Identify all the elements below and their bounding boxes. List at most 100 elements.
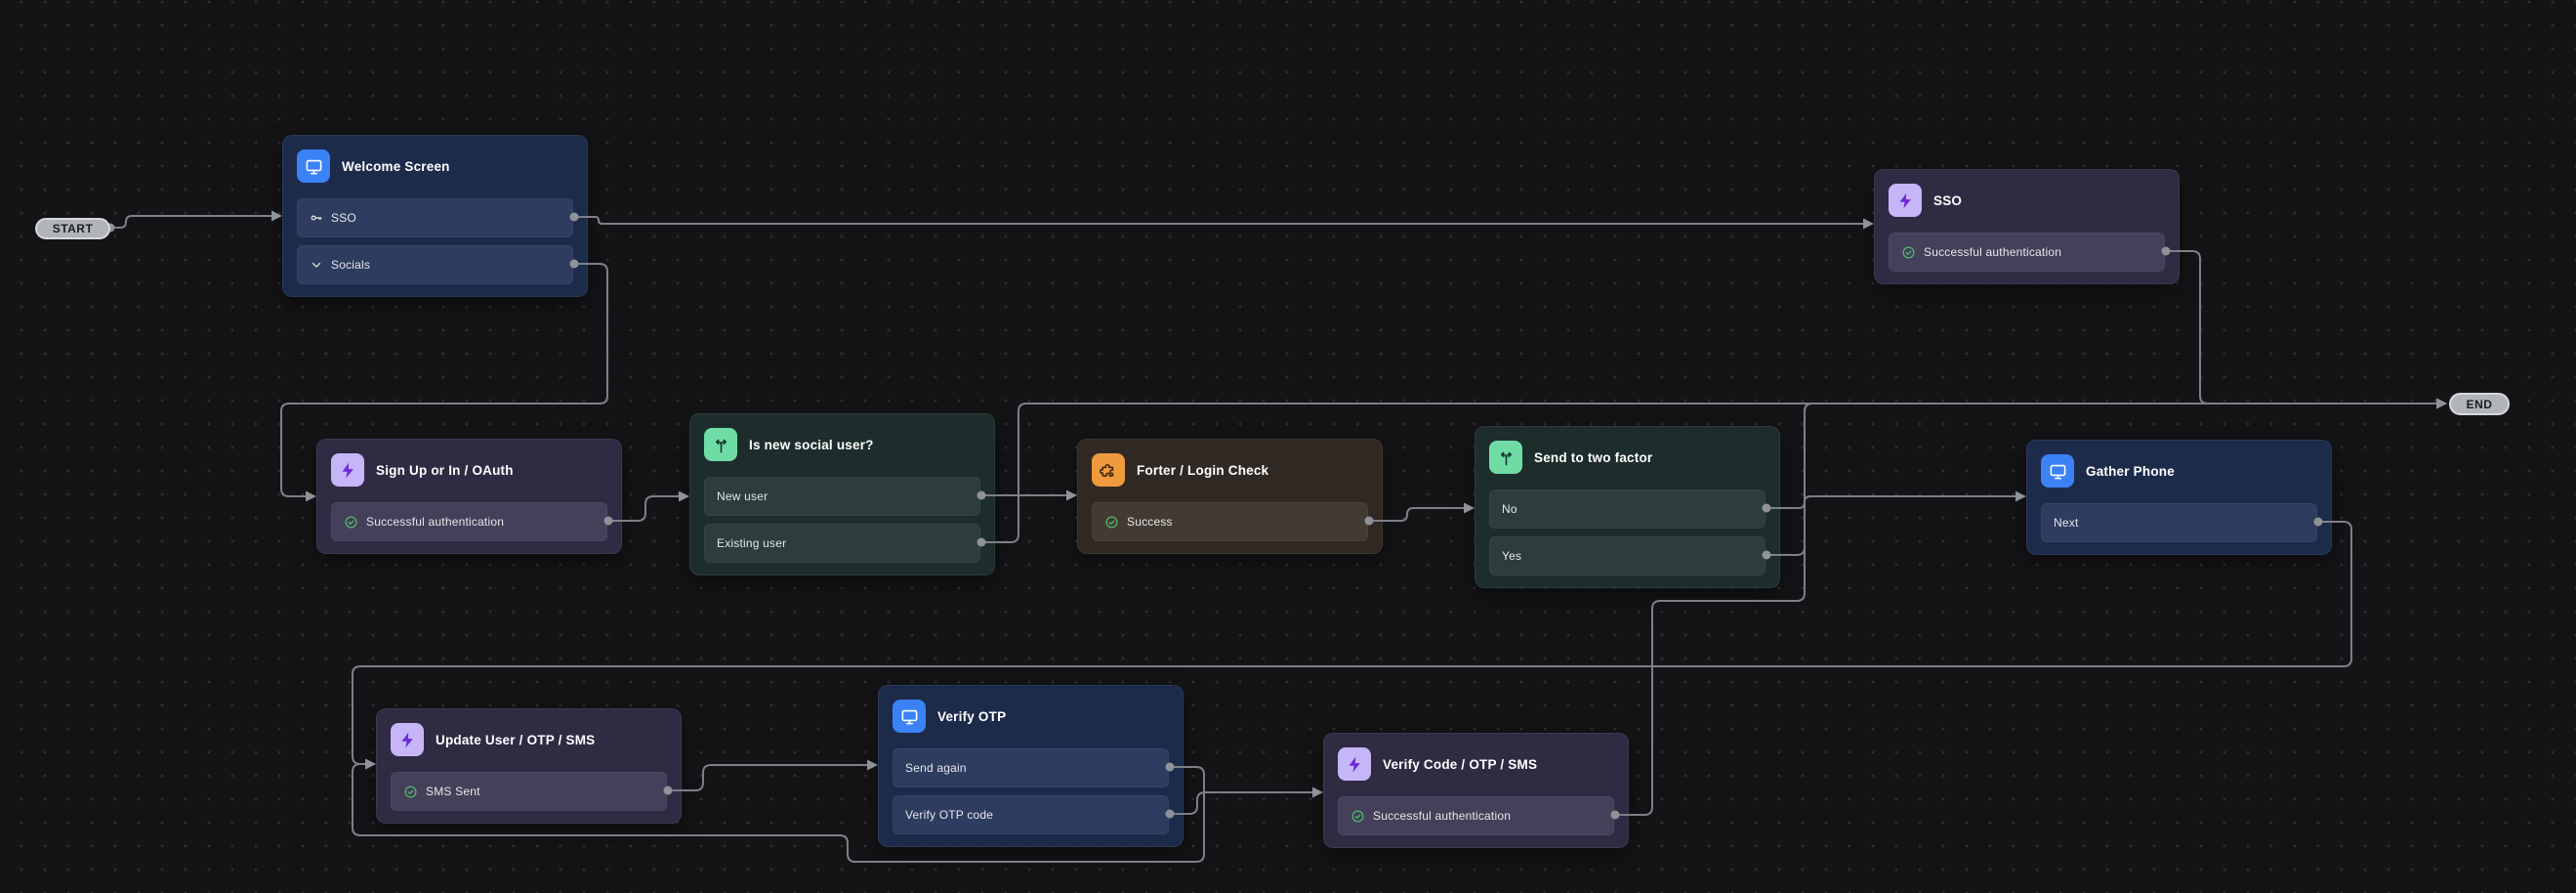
node-rows: Successful authentication bbox=[1889, 233, 2165, 272]
edge-arrowhead-icon bbox=[2436, 398, 2447, 409]
edge-arrowhead-icon bbox=[867, 759, 878, 771]
row-new-user[interactable]: New user bbox=[704, 477, 980, 516]
edge-welcome.sso-to-sso[interactable] bbox=[569, 212, 1875, 230]
node-title: Sign Up or In / OAuth bbox=[376, 462, 514, 478]
node-title: Gather Phone bbox=[2086, 463, 2175, 479]
check-circle-icon bbox=[403, 785, 418, 799]
edge-arrowhead-icon bbox=[365, 758, 376, 770]
row-next[interactable]: Next bbox=[2041, 503, 2317, 542]
edge-arrowhead-icon bbox=[1863, 218, 1874, 230]
node-rows: Successful authentication bbox=[1338, 796, 1614, 835]
row-label: Successful authentication bbox=[1373, 809, 1512, 823]
row-successful-authentication[interactable]: Successful authentication bbox=[1338, 796, 1614, 835]
node-title: Forter / Login Check bbox=[1137, 462, 1269, 478]
row-sso[interactable]: SSO bbox=[297, 198, 573, 237]
row-yes[interactable]: Yes bbox=[1489, 536, 1766, 575]
node-rows: No Yes bbox=[1489, 489, 1766, 575]
node-title: Is new social user? bbox=[749, 437, 874, 452]
row-label: Yes bbox=[1502, 549, 1522, 563]
row-label: Successful authentication bbox=[366, 515, 505, 529]
node-header: Verify OTP bbox=[879, 686, 1183, 733]
node-sso[interactable]: SSO Successful authentication bbox=[1874, 169, 2180, 284]
node-verifycode[interactable]: Verify Code / OTP / SMS Successful authe… bbox=[1323, 733, 1629, 848]
node-update[interactable]: Update User / OTP / SMS SMS Sent bbox=[376, 708, 682, 824]
edge-arrowhead-icon bbox=[271, 210, 282, 222]
zap-icon bbox=[391, 723, 424, 756]
edge-arrowhead-icon bbox=[1066, 489, 1077, 501]
check-circle-icon bbox=[1901, 245, 1916, 260]
node-send2fa[interactable]: Send to two factor No Yes bbox=[1475, 426, 1780, 588]
row-socials[interactable]: Socials bbox=[297, 245, 573, 284]
node-welcome[interactable]: Welcome Screen SSO Socials bbox=[282, 135, 588, 297]
row-label: Next bbox=[2054, 516, 2079, 530]
edge-arrowhead-icon bbox=[1464, 502, 1475, 514]
row-sms-sent[interactable]: SMS Sent bbox=[391, 772, 667, 811]
row-send-again[interactable]: Send again bbox=[893, 748, 1169, 787]
node-verifyotp[interactable]: Verify OTP Send again Verify OTP code bbox=[878, 685, 1184, 847]
row-verify-otp-code[interactable]: Verify OTP code bbox=[893, 795, 1169, 834]
check-circle-icon bbox=[344, 515, 358, 530]
row-successful-authentication[interactable]: Successful authentication bbox=[1889, 233, 2165, 272]
row-success[interactable]: Success bbox=[1092, 502, 1368, 541]
row-label: No bbox=[1502, 502, 1517, 516]
monitor-icon bbox=[2041, 454, 2074, 488]
row-label: Send again bbox=[905, 761, 967, 775]
key-icon bbox=[310, 211, 323, 225]
node-header: Send to two factor bbox=[1475, 427, 1779, 474]
branch-split-icon bbox=[704, 428, 737, 461]
node-title: Send to two factor bbox=[1534, 449, 1653, 465]
edge-arrowhead-icon bbox=[2436, 398, 2447, 409]
node-header: Gather Phone bbox=[2027, 441, 2331, 488]
check-circle-icon bbox=[1104, 515, 1119, 530]
end-pill[interactable]: END bbox=[2449, 393, 2510, 415]
node-isnew[interactable]: Is new social user? New user Existing us… bbox=[689, 413, 995, 575]
node-rows: Send again Verify OTP code bbox=[893, 748, 1169, 834]
row-successful-authentication[interactable]: Successful authentication bbox=[331, 502, 607, 541]
node-header: Is new social user? bbox=[690, 414, 994, 461]
node-signup[interactable]: Sign Up or In / OAuth Successful authent… bbox=[316, 439, 622, 554]
zap-icon bbox=[1889, 184, 1922, 217]
node-rows: Success bbox=[1092, 502, 1368, 541]
edge-arrowhead-icon bbox=[1312, 787, 1323, 798]
row-label: Existing user bbox=[717, 536, 787, 550]
edge-verifyotp.verify-otp-code-to-verifycode[interactable] bbox=[1165, 787, 1324, 819]
node-rows: Next bbox=[2041, 503, 2317, 542]
edge-update.sms-sent-to-verifyotp[interactable] bbox=[663, 759, 879, 795]
node-title: Update User / OTP / SMS bbox=[436, 732, 596, 747]
edge-sso.successful-authentication-to-end[interactable] bbox=[2161, 246, 2448, 409]
edge-start-to-welcome[interactable] bbox=[105, 210, 283, 233]
row-existing-user[interactable]: Existing user bbox=[704, 524, 980, 563]
start-pill[interactable]: START bbox=[35, 218, 110, 239]
edge-arrowhead-icon bbox=[2436, 398, 2447, 409]
node-gather[interactable]: Gather Phone Next bbox=[2026, 440, 2332, 555]
node-title: Verify Code / OTP / SMS bbox=[1383, 756, 1538, 772]
zap-icon bbox=[1338, 747, 1371, 781]
row-label: SSO bbox=[331, 211, 356, 225]
edge-send2fa.no-to-gather[interactable] bbox=[1762, 490, 2027, 513]
check-circle-icon bbox=[1350, 809, 1365, 824]
edge-arrowhead-icon bbox=[2436, 398, 2447, 409]
monitor-icon bbox=[297, 149, 330, 183]
node-forter[interactable]: Forter / Login Check Success bbox=[1077, 439, 1383, 554]
node-header: Sign Up or In / OAuth bbox=[317, 440, 621, 487]
monitor-icon bbox=[893, 700, 926, 733]
node-rows: New user Existing user bbox=[704, 477, 980, 563]
node-title: Verify OTP bbox=[937, 708, 1007, 724]
row-label: New user bbox=[717, 489, 769, 503]
node-header: Update User / OTP / SMS bbox=[377, 709, 681, 756]
node-header: Forter / Login Check bbox=[1078, 440, 1382, 487]
edge-arrowhead-icon bbox=[679, 490, 689, 502]
node-header: Verify Code / OTP / SMS bbox=[1324, 734, 1628, 781]
row-label: Success bbox=[1127, 515, 1173, 529]
node-title: SSO bbox=[1933, 192, 1963, 208]
branch-split-icon bbox=[1489, 441, 1522, 474]
row-label: Verify OTP code bbox=[905, 808, 994, 822]
row-label: Successful authentication bbox=[1924, 245, 2062, 259]
chevron-down-icon bbox=[310, 258, 323, 272]
edge-arrowhead-icon bbox=[306, 490, 316, 502]
node-header: Welcome Screen bbox=[283, 136, 587, 183]
row-no[interactable]: No bbox=[1489, 489, 1766, 529]
node-title: Welcome Screen bbox=[342, 158, 450, 174]
zap-icon bbox=[331, 453, 364, 487]
